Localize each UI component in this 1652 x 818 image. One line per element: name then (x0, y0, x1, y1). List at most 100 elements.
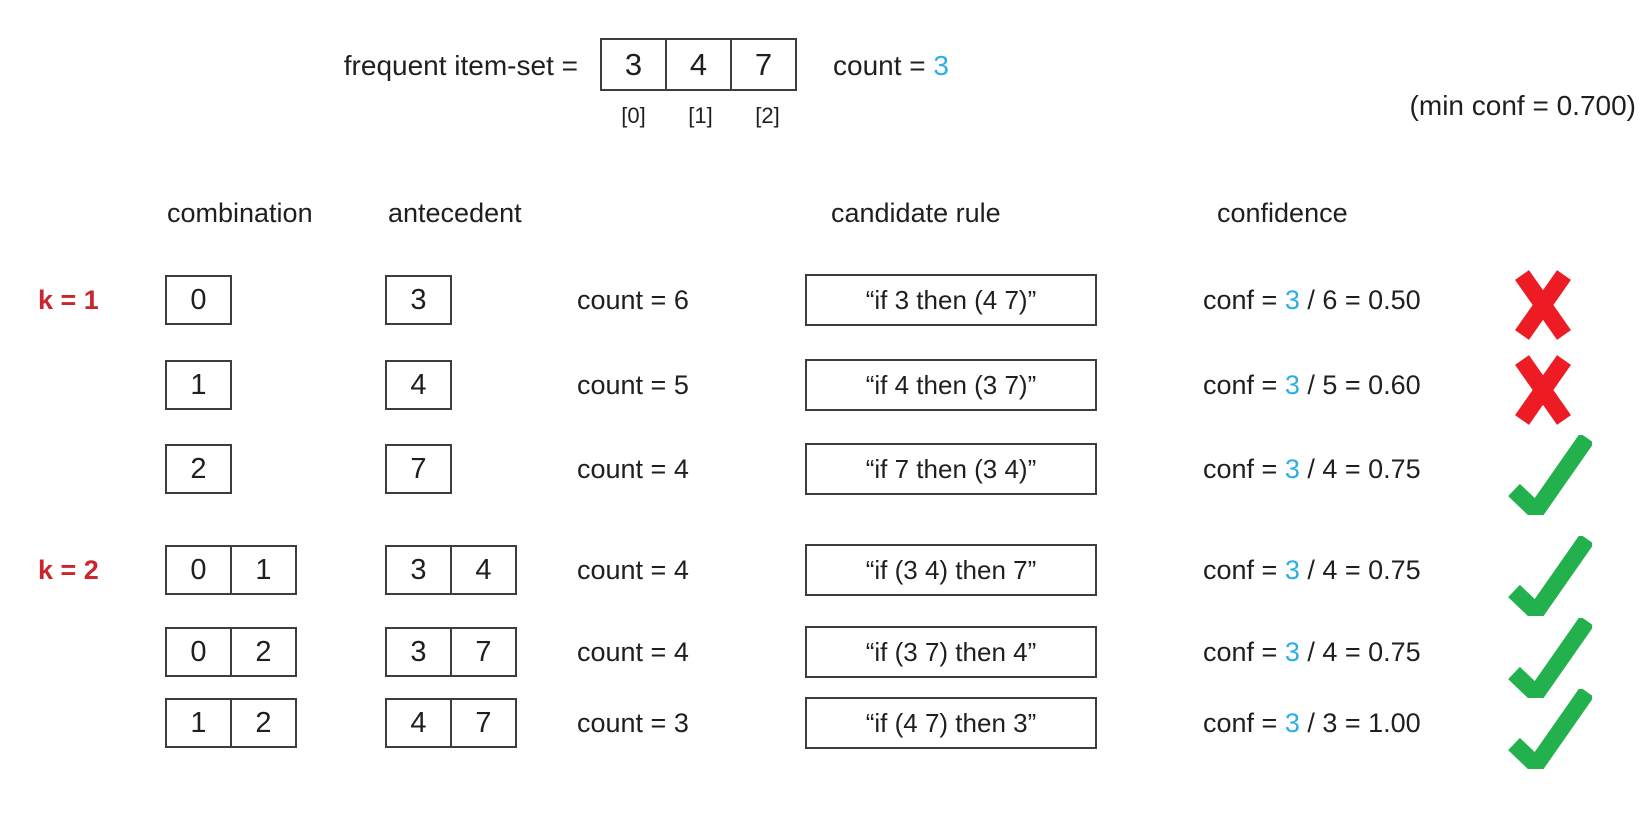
confidence-text: conf = 3 / 4 = 0.75 (1203, 441, 1421, 497)
count-value: 3 (933, 50, 949, 81)
conf-suffix: / 4 = 0.75 (1299, 555, 1421, 585)
count-text: count = 4 (577, 637, 689, 667)
conf-numerator: 3 (1284, 370, 1300, 400)
item-cell: 2 (165, 444, 232, 494)
item-cell: 3 (385, 545, 452, 595)
itemset-indices: [0][1][2] (600, 103, 801, 129)
cross-icon (1515, 270, 1571, 340)
combination-box: 2 (165, 444, 232, 494)
check-icon (1508, 689, 1592, 769)
candidate-rule-box: “if 4 then (3 7)” (805, 359, 1097, 411)
conf-suffix: / 5 = 0.60 (1299, 370, 1421, 400)
item-cell: 7 (450, 698, 517, 748)
count-text: count = 4 (577, 555, 689, 585)
antecedent-box: 3 (385, 275, 452, 325)
count-label: count = (833, 50, 934, 81)
conf-numerator: 3 (1284, 285, 1300, 315)
combination-box: 1 (165, 360, 232, 410)
conf-prefix: conf = (1203, 637, 1285, 667)
rule-row: k = 1 0 3 count = 6 “if 3 then (4 7)” co… (0, 270, 1652, 340)
k-label: k = 2 (38, 555, 99, 585)
conf-numerator: 3 (1284, 454, 1300, 484)
candidate-rule-text: “if (3 7) then 4” (865, 636, 1037, 667)
conf-suffix: / 4 = 0.75 (1299, 454, 1421, 484)
rule-row: 1 4 count = 5 “if 4 then (3 7)” conf = 3… (0, 355, 1652, 425)
candidate-rule-box: “if 7 then (3 4)” (805, 443, 1097, 495)
item-cell: 1 (165, 360, 232, 410)
min-conf-note: (min conf = 0.700) (1409, 90, 1636, 121)
check-icon (1508, 536, 1592, 616)
antecedent-box: 7 (385, 444, 452, 494)
count-text: count = 5 (577, 370, 689, 400)
itemset-label: frequent item-set = (343, 50, 578, 81)
item-cell: 3 (385, 627, 452, 677)
item-cell: 1 (230, 545, 297, 595)
candidate-rule-text: “if 4 then (3 7)” (865, 369, 1037, 400)
count-text: count = 3 (577, 708, 689, 738)
candidate-rule-text: “if 3 then (4 7)” (865, 284, 1037, 315)
itemset-index: [0] (621, 103, 646, 128)
k-label: k = 1 (38, 285, 99, 315)
item-cell: 0 (165, 627, 232, 677)
rule-row: 2 7 count = 4 “if 7 then (3 4)” conf = 3… (0, 435, 1652, 515)
candidate-rule-text: “if (3 4) then 7” (865, 554, 1037, 585)
confidence-text: conf = 3 / 4 = 0.75 (1203, 542, 1421, 598)
check-icon (1508, 435, 1592, 515)
candidate-rule-box: “if (3 4) then 7” (805, 544, 1097, 596)
itemset-cell: 7 (730, 38, 797, 91)
item-cell: 7 (385, 444, 452, 494)
item-cell: 4 (450, 545, 517, 595)
candidate-rule-box: “if (3 7) then 4” (805, 626, 1097, 678)
conf-prefix: conf = (1203, 454, 1285, 484)
candidate-rule-box: “if 3 then (4 7)” (805, 274, 1097, 326)
conf-prefix: conf = (1203, 555, 1285, 585)
candidate-rule-text: “if 7 then (3 4)” (865, 453, 1037, 484)
conf-suffix: / 6 = 0.50 (1299, 285, 1421, 315)
item-cell: 2 (230, 627, 297, 677)
conf-prefix: conf = (1203, 285, 1285, 315)
item-cell: 4 (385, 698, 452, 748)
conf-suffix: / 4 = 0.75 (1299, 637, 1421, 667)
conf-numerator: 3 (1284, 637, 1300, 667)
item-cell: 0 (165, 275, 232, 325)
item-cell: 7 (450, 627, 517, 677)
itemset-cell: 4 (665, 38, 732, 91)
column-header-confidence: confidence (1217, 198, 1348, 228)
item-cell: 4 (385, 360, 452, 410)
item-cell: 2 (230, 698, 297, 748)
count-text: count = 4 (577, 454, 689, 484)
cross-icon (1515, 355, 1571, 425)
candidate-rule-text: “if (4 7) then 3” (865, 707, 1037, 738)
conf-prefix: conf = (1203, 370, 1285, 400)
confidence-text: conf = 3 / 6 = 0.50 (1203, 272, 1421, 328)
antecedent-box: 4 (385, 360, 452, 410)
conf-numerator: 3 (1284, 555, 1300, 585)
confidence-text: conf = 3 / 3 = 1.00 (1203, 695, 1421, 751)
confidence-text: conf = 3 / 4 = 0.75 (1203, 624, 1421, 680)
conf-numerator: 3 (1284, 708, 1300, 738)
item-cell: 1 (165, 698, 232, 748)
column-header-antecedent: antecedent (388, 198, 522, 228)
combination-box: 0 (165, 275, 232, 325)
itemset-cell: 3 (600, 38, 667, 91)
conf-prefix: conf = (1203, 708, 1285, 738)
check-icon (1508, 618, 1592, 698)
itemset-index: [1] (688, 103, 713, 128)
confidence-text: conf = 3 / 5 = 0.60 (1203, 357, 1421, 413)
candidate-rule-box: “if (4 7) then 3” (805, 697, 1097, 749)
count-text: count = 6 (577, 285, 689, 315)
item-cell: 3 (385, 275, 452, 325)
column-header-combination: combination (167, 198, 313, 228)
item-cell: 0 (165, 545, 232, 595)
